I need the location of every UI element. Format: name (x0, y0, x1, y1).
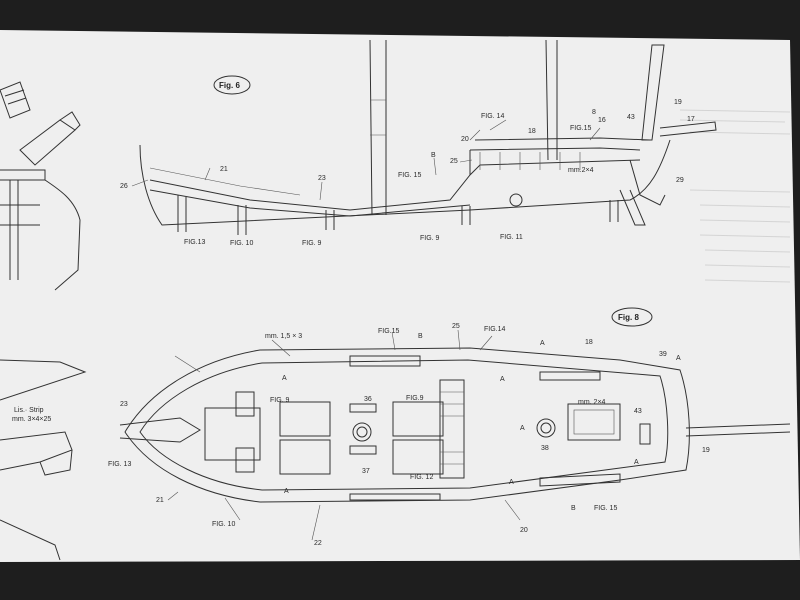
fig6-title: Fig. 6 (219, 81, 240, 90)
side-label-23: 23 (318, 175, 326, 182)
deck-label-23: 23 (120, 401, 128, 408)
side-label-fig10: FIG. 10 (230, 240, 253, 247)
deck-label-fig12: FIG. 12 (410, 474, 433, 481)
side-label-fig14: FIG. 14 (481, 113, 504, 120)
deck-label-20: 20 (520, 527, 528, 534)
side-label-fig15b: FIG.15 (570, 125, 592, 132)
deck-label-fig10: FIG. 10 (212, 521, 235, 528)
side-label-mm-2x4: mm.2×4 (568, 167, 594, 174)
background-text-texture (679, 109, 791, 283)
fig8-title: Fig. 8 (618, 313, 639, 322)
deck-label-fig13: FIG. 13 (108, 461, 131, 468)
deck-label-25: 25 (452, 323, 460, 330)
bowsprit-aft (641, 44, 665, 141)
side-label-29: 29 (676, 177, 684, 184)
left-label-mm-3x4x25: mm. 3×4×25 (12, 416, 51, 423)
deck-label-B: B (418, 333, 423, 340)
side-label-B: B (431, 152, 436, 159)
deck-label-37: 37 (362, 468, 370, 475)
deck-label-A-6: A (634, 459, 639, 466)
deck-label-A-1: A (540, 340, 545, 347)
deck-label-fig9: FIG. 9 (270, 397, 290, 404)
deck-label-A-8: A (509, 479, 514, 486)
deck-label-22: 22 (314, 540, 322, 547)
deck-label-A-3: A (282, 375, 287, 382)
left-label-lis-strip: Lis.· Strip (14, 407, 44, 414)
deck-label-36: 36 (364, 396, 372, 403)
deck-label-38: 38 (541, 445, 549, 452)
paper-sheet (0, 30, 800, 562)
left-detail-deck-piece: Lis.· Strip mm. 3×4×25 (0, 359, 87, 561)
deck-label-mm-2x4: mm. 2×4 (578, 399, 606, 406)
deck-label-21: 21 (156, 497, 164, 504)
mizzen-mast (545, 39, 558, 161)
deck-label-19: 19 (702, 447, 710, 454)
deck-hull-outline (124, 347, 690, 503)
side-label-fig9: FIG. 9 (302, 240, 322, 247)
fig8-deck-view: Fig. 8 mm. 1,5 × 3 FIG (108, 307, 791, 547)
side-label-fig11: FIG. 11 (500, 234, 523, 241)
deck-label-fig9b: FIG.9 (406, 395, 424, 402)
side-label-17: 17 (687, 116, 695, 123)
deck-label-fig15: FIG.15 (378, 328, 400, 335)
side-label-16: 16 (598, 117, 606, 124)
side-label-20: 20 (461, 136, 469, 143)
left-detail-fittings (0, 81, 81, 291)
side-label-8: 8 (592, 109, 596, 116)
side-label-18: 18 (528, 128, 536, 135)
side-label-26: 26 (120, 183, 128, 190)
deck-label-39: 39 (659, 351, 667, 358)
deck-label-mm-15x3: mm. 1,5 × 3 (265, 333, 302, 340)
deck-label-fig15b: FIG. 15 (594, 505, 617, 512)
main-mast (369, 39, 387, 216)
deck-label-18: 18 (585, 339, 593, 346)
deck-label-A-4: A (500, 376, 505, 383)
deck-label-A-7: A (284, 488, 289, 495)
side-label-fig15: FIG. 15 (398, 172, 421, 179)
fig6-side-view: Fig. 6 26 21 23 FIG. 15 B 25 20 (120, 39, 717, 247)
side-label-43: 43 (627, 114, 635, 121)
side-label-21: 21 (220, 166, 228, 173)
side-label-fig13: FIG.13 (184, 239, 206, 246)
deck-label-43: 43 (634, 408, 642, 415)
deck-label-A-5: A (520, 425, 525, 432)
deck-label-A-2: A (676, 355, 681, 362)
side-label-25: 25 (450, 158, 458, 165)
deck-label-fig14: FIG.14 (484, 326, 506, 333)
hull-outline (139, 139, 671, 226)
deck-label-B-2: B (571, 505, 576, 512)
side-label-fig9b: FIG. 9 (420, 235, 440, 242)
side-label-19: 19 (674, 99, 682, 106)
